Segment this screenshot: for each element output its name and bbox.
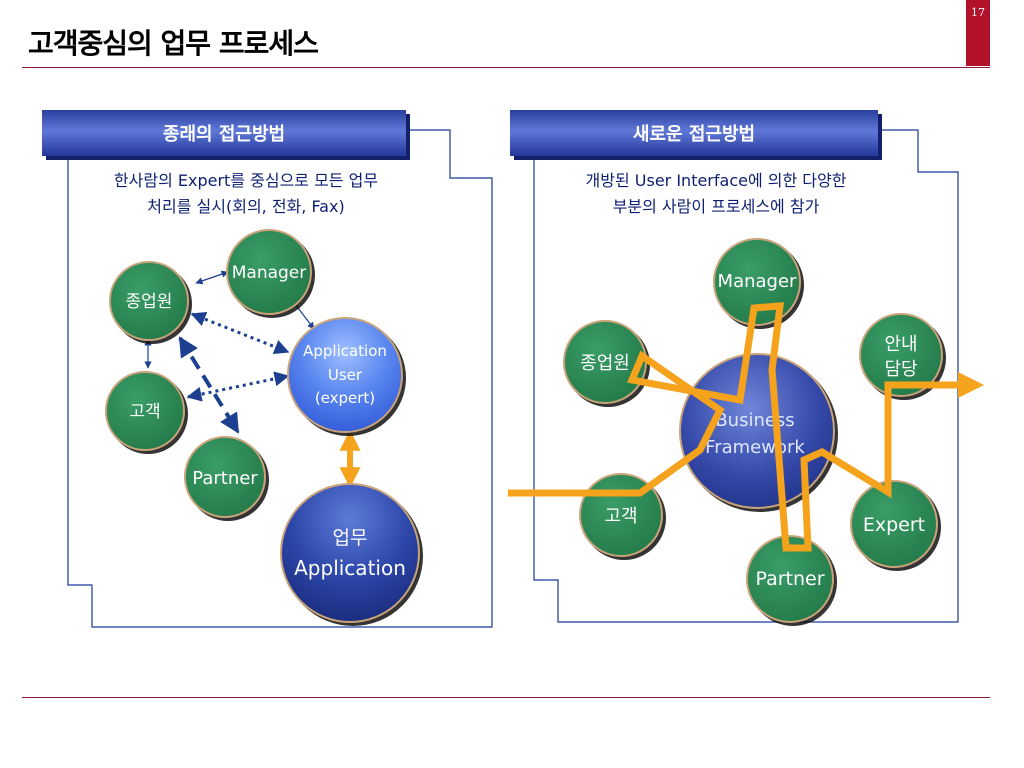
node-manager-left: Manager	[226, 229, 315, 318]
bottom-divider	[22, 697, 990, 698]
link-employee-appuser	[190, 311, 290, 355]
link-customer-appuser	[186, 371, 290, 402]
node-reception: 안내 담당	[859, 313, 946, 400]
left-panel-header	[42, 110, 406, 156]
node-partner-right: Partner	[746, 535, 837, 626]
left-desc-line1: 한사람의 Expert를 중심으로 모든 업무	[114, 171, 378, 190]
expert-label: Expert	[863, 514, 925, 536]
link-employee-manager	[195, 270, 229, 285]
top-divider	[22, 67, 990, 68]
left-header-label: 종래의 접근방법	[163, 124, 285, 145]
node-manager-right: Manager	[713, 238, 804, 329]
node-partner-left: Partner	[184, 436, 269, 521]
right-header-label: 새로운 접근방법	[633, 124, 755, 145]
partner-label-left: Partner	[192, 468, 258, 489]
slide-title: 고객중심의 업무 프로세스	[28, 27, 319, 60]
right-desc-line2: 부분의 사람이 프로세스에 참가	[613, 197, 820, 216]
customer-label-right: 고객	[604, 506, 637, 527]
node-app-user: Application User (expert)	[287, 317, 406, 436]
framework-line2: Framework	[705, 437, 805, 458]
page-number: 17	[966, 0, 990, 66]
app-user-line3: (expert)	[315, 389, 375, 407]
biz-app-line2: Application	[294, 556, 406, 580]
right-panel: 새로운 접근방법 개방된 User Interface에 의한 다양한 부분의 …	[508, 110, 984, 626]
app-user-line2: User	[328, 366, 363, 384]
link-employee-partner	[178, 336, 240, 434]
node-employee-right: 종업원	[563, 320, 650, 407]
right-desc-line1: 개방된 User Interface에 의한 다양한	[586, 171, 847, 190]
node-customer-left: 고객	[105, 371, 188, 454]
right-panel-header	[510, 110, 878, 156]
manager-label-right: Manager	[718, 271, 797, 292]
reception-line2: 담당	[884, 359, 917, 380]
biz-app-line1: 업무	[333, 527, 368, 549]
left-desc-line2: 처리를 실시(회의, 전화, Fax)	[147, 197, 344, 216]
manager-label-left: Manager	[232, 263, 307, 283]
node-employee-left: 종업원	[109, 261, 192, 344]
customer-label-left: 고객	[129, 402, 160, 422]
employee-label-left: 종업원	[126, 292, 173, 312]
process-flow-arrowhead	[958, 372, 984, 398]
app-user-line1: Application	[303, 342, 387, 360]
node-expert: Expert	[850, 480, 941, 571]
process-flow-path	[508, 302, 958, 552]
reception-line1: 안내	[884, 334, 917, 355]
node-business-framework: Business Framework	[679, 353, 838, 512]
node-business-application: 업무 Application	[280, 483, 423, 626]
employee-label-right: 종업원	[580, 353, 630, 374]
partner-label-right: Partner	[755, 568, 824, 590]
framework-line1: Business	[715, 410, 794, 431]
left-panel: 종래의 접근방법 한사람의 Expert를 중심으로 모든 업무 처리를 실시(…	[42, 110, 493, 628]
